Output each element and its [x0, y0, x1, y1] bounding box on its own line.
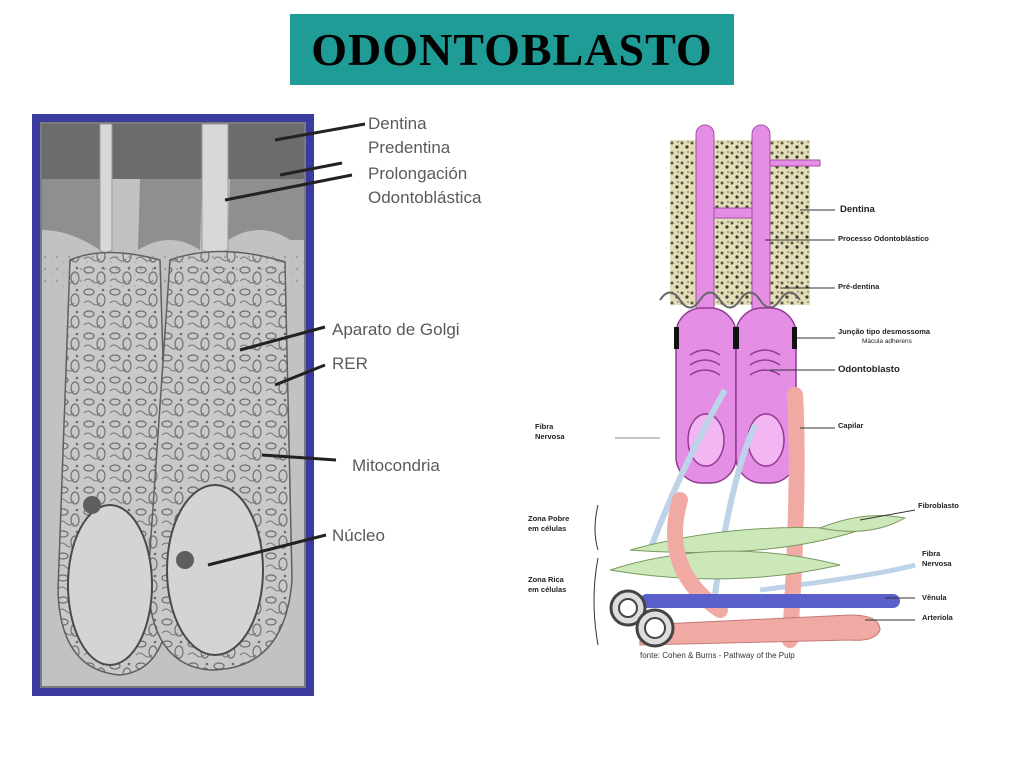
label-fibra-nervosa-left-1: Fibra — [535, 422, 554, 431]
label-arteriola: Arteríola — [922, 613, 953, 622]
dentin-region — [42, 124, 304, 179]
title-banner: ODONTOBLASTO — [290, 14, 734, 85]
label-pre-dentina: Pré-dentina — [838, 282, 880, 291]
label-juncao: Junção tipo desmossoma — [838, 327, 931, 336]
label-zona-pobre-1: Zona Pobre — [528, 514, 570, 523]
dentin-block — [670, 140, 810, 305]
odontoblastic-process — [99, 123, 113, 253]
label-venula: Vênula — [922, 593, 947, 602]
label-zona-rica-2: em células — [528, 585, 567, 594]
nucleus-left — [687, 413, 725, 467]
label-fibra-nervosa-left-2: Nervosa — [535, 432, 565, 441]
label-nucleo: Núcleo — [332, 526, 385, 545]
label-fibroblasto: Fibroblasto — [918, 501, 959, 510]
label-odontoblasto: Odontoblasto — [838, 364, 900, 375]
nucleus-right — [166, 484, 264, 656]
label-capilar: Capilar — [838, 421, 864, 430]
nucleus-right — [747, 413, 785, 467]
source-credit: fonte: Cohen & Burns - Pathway of the Pu… — [640, 651, 795, 660]
label-odontoblastica: Odontoblástica — [368, 188, 482, 207]
fibroblast — [629, 527, 861, 553]
label-dentina-right: Dentina — [840, 204, 875, 215]
label-rer: RER — [332, 354, 368, 373]
label-zona-rica-1: Zona Rica — [528, 575, 564, 584]
label-processo-odontoblastico: Processo Odontoblástico — [838, 234, 929, 243]
label-prolongacion: Prolongación — [368, 164, 468, 183]
label-juncao-sub: Mácula adherens — [862, 338, 912, 345]
nucleus-left — [67, 504, 153, 666]
label-predentina: Predentina — [368, 138, 451, 157]
venule — [640, 594, 900, 608]
nerve-fiber — [647, 388, 728, 552]
predentin-layer — [659, 291, 801, 309]
left-odontoblast-drawing — [32, 114, 366, 696]
label-fibra-nervosa-right-2: Nervosa — [922, 559, 952, 568]
label-dentina: Dentina — [368, 114, 427, 133]
arteriole — [639, 614, 881, 646]
right-odontoblast-diagram — [593, 124, 916, 648]
label-fibra-nervosa-right-1: Fibra — [922, 549, 941, 558]
label-mitocondria: Mitocondria — [352, 456, 440, 475]
page-title: ODONTOBLASTO — [311, 24, 713, 75]
label-aparato-golgi: Aparato de Golgi — [332, 320, 460, 339]
label-zona-pobre-2: em células — [528, 524, 567, 533]
